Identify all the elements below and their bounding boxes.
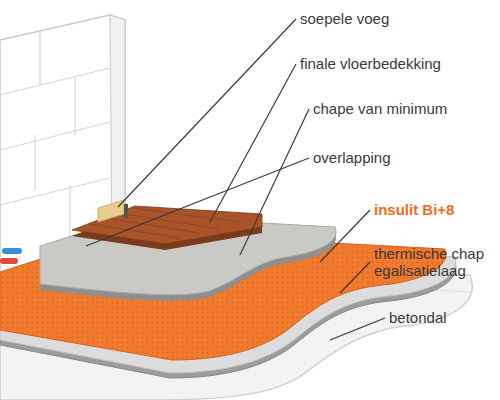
layer-label: finale vloerbedekking — [300, 55, 441, 72]
pipes — [0, 248, 22, 264]
product-label: insulit Bi+8 — [374, 201, 454, 218]
layer-label: soepele voeg — [300, 10, 389, 27]
layer-label: thermische chap — [374, 245, 484, 262]
layer-label: overlapping — [313, 149, 391, 166]
layer-label: betondal — [389, 309, 447, 326]
layer-label: egalisatielaag — [374, 262, 466, 279]
layer-label: chape van minimum — [313, 100, 447, 117]
skirting — [98, 200, 128, 222]
